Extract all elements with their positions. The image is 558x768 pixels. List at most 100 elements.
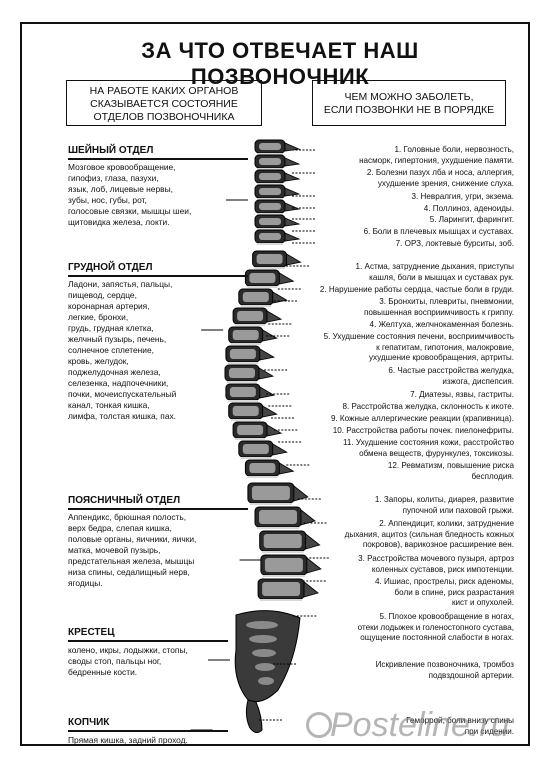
- section-divider: [68, 640, 228, 642]
- disease-line: 5. Плохое кровообращение в ногах,: [379, 612, 514, 621]
- organ-line: почки, мочеиспускательный: [68, 389, 177, 399]
- organ-line: низа спины, седалищный нерв,: [68, 567, 190, 577]
- disease-line: повышенная восприимчивость к гриппу.: [364, 307, 514, 317]
- disease-line: 7. ОРЗ, локтевые бурситы, зоб.: [395, 239, 514, 248]
- sacral-foramen: [249, 635, 277, 643]
- disease-line: отеки лодыжек и голеностопного сустава,: [357, 622, 514, 632]
- organs-thoracic: Ладони, запястья, пальцы, пищевод, сердц…: [68, 279, 176, 422]
- spinous-process: [306, 557, 322, 574]
- vertebra-highlight: [237, 311, 264, 321]
- vertebra-highlight: [242, 292, 269, 302]
- spinous-process: [284, 172, 301, 182]
- vertebra-highlight: [259, 188, 281, 195]
- disease-line: 7. Диатезы, язвы, гастриты.: [410, 390, 514, 399]
- organ-line: гипофиз, глаза, пазухи,: [68, 173, 159, 183]
- disease-t1: 1. Астма, затруднение дыхания, приступы …: [300, 262, 514, 283]
- sacral-foramen: [252, 649, 276, 657]
- disease-line: 5. Ларингит, фарингит.: [429, 215, 514, 224]
- organ-line: селезенка, надпочечники,: [68, 378, 169, 388]
- disease-t6: 6. Частые расстройства желудка, изжога, …: [300, 366, 514, 387]
- disease-line: бесплодия.: [471, 471, 515, 481]
- disease-line: 2. Нарушение работы сердца, частые боли …: [319, 285, 514, 294]
- section-title-sacrum: КРЕСТЕЦ: [68, 627, 115, 638]
- disease-line: коленных суставов, риск импотенции.: [371, 564, 514, 574]
- spinous-process: [259, 348, 276, 361]
- poster-title: ЗА ЧТО ОТВЕЧАЕТ НАШ ПОЗВОНОЧНИК: [141, 38, 419, 89]
- coccyx: [245, 699, 263, 734]
- organ-line: коронарная артерия,: [68, 301, 150, 311]
- vertebra-highlight: [259, 143, 281, 150]
- intervertebral-disc: [240, 457, 271, 459]
- header-left-line: ОТДЕЛОВ ПОЗВОНОЧНИКА: [93, 111, 235, 123]
- disease-line: 2. Аппендицит, колики, затруднение: [379, 519, 514, 528]
- intervertebral-disc: [261, 551, 304, 553]
- disease-line: пупочной или паховой грыжи.: [402, 505, 514, 515]
- disease-line: 3. Бронхиты, плевриты, пневмонии,: [379, 297, 514, 306]
- organ-line: Прямая кишка, задний проход.: [68, 735, 188, 745]
- organ-line: лимфа, толстая кишка, пах.: [68, 411, 177, 421]
- disease-line: 5. Ухудшение состояния печени, восприимч…: [323, 332, 514, 341]
- disease-line: 1. Головные боли, нервозность,: [394, 145, 514, 154]
- disease-line: Искривление позвоночника, тромбоз: [375, 660, 514, 669]
- disease-t8: 8. Расстройства желудка, склонность к ик…: [300, 402, 514, 413]
- spinous-process: [266, 424, 283, 437]
- sacral-foramen: [246, 621, 278, 629]
- disease-line: подвздошной артерии.: [428, 670, 514, 680]
- header-box-organs: НА РАБОТЕ КАКИХ ОРГАНОВ СКАЗЫВАЕТСЯ СОСТ…: [66, 80, 262, 126]
- intervertebral-disc: [257, 153, 283, 155]
- vertebra-highlight: [259, 510, 297, 524]
- disease-line: 3. Расстройства мочевого пузыря, артроз: [358, 554, 514, 563]
- section-divider: [68, 158, 248, 160]
- organ-line: верх бедра, слепая кишка,: [68, 523, 172, 533]
- intervertebral-disc: [247, 476, 278, 478]
- poster-frame: [20, 22, 530, 746]
- intervertebral-disc: [240, 305, 271, 307]
- vertebra-highlight: [249, 273, 276, 283]
- intervertebral-disc: [227, 362, 258, 364]
- intervertebral-disc: [262, 575, 305, 577]
- intervertebral-disc: [235, 324, 266, 326]
- disease-c4: 4. Поллиноз, аденоиды.: [328, 204, 514, 215]
- spinous-process: [305, 533, 321, 550]
- disease-line: обмена веществ, фурункулез, токсикозы.: [359, 448, 514, 458]
- vertebra-highlight: [262, 582, 301, 596]
- organs-lumbar: Аппендикс, брюшная полость, верх бедра, …: [68, 512, 196, 589]
- spinous-process: [303, 581, 319, 598]
- disease-l1: 1. Запоры, колиты, диарея, развитие пупо…: [300, 495, 514, 516]
- disease-line: боли в спине, риск разрастания: [394, 587, 514, 597]
- disease-line: ухудшение зрения, снижение слуха.: [377, 178, 514, 188]
- intervertebral-disc: [257, 527, 299, 529]
- watermark-logo-icon: [306, 712, 332, 738]
- organ-line: канал, тонкая кишка,: [68, 400, 150, 410]
- disease-line: 1. Астма, затруднение дыхания, приступы: [355, 262, 514, 271]
- intervertebral-disc: [254, 267, 285, 269]
- intervertebral-disc: [257, 243, 283, 245]
- header-left-line: СКАЗЫВАЕТСЯ СОСТОЯНИЕ: [90, 98, 238, 110]
- organ-line: матка, мочевой пузырь,: [68, 545, 161, 555]
- header-right-line: ЕСЛИ ПОЗВОНКИ НЕ В ПОРЯДКЕ: [323, 104, 495, 116]
- disease-line: ощущение постоянной слабости в ногах.: [360, 633, 514, 642]
- disease-t11: 11. Ухудшение состояния кожи, расстройст…: [300, 438, 514, 459]
- spinous-process: [272, 291, 288, 304]
- disease-c1: 1. Головные боли, нервозность, насморк, …: [328, 145, 514, 166]
- disease-t10: 10. Расстройства работы почек. пиелонефр…: [300, 426, 514, 437]
- spinous-process: [284, 202, 301, 212]
- organ-line: Ладони, запястья, пальцы,: [68, 279, 173, 289]
- vertebra-highlight: [259, 158, 281, 165]
- organ-line: Мозговое кровообращение,: [68, 162, 176, 172]
- intervertebral-disc: [247, 286, 278, 288]
- disease-c7: 7. ОРЗ, локтевые бурситы, зоб.: [328, 239, 514, 250]
- disease-t3: 3. Бронхиты, плевриты, пневмонии, повыше…: [300, 297, 514, 318]
- disease-t12: 12. Ревматизм, повышение риска бесплодия…: [300, 461, 514, 482]
- spinous-process: [258, 367, 275, 380]
- organ-line: легкие, бронхи,: [68, 312, 129, 322]
- disease-line: 12. Ревматизм, повышение риска: [387, 461, 514, 470]
- intervertebral-disc: [257, 168, 283, 170]
- vertebra-highlight: [242, 444, 269, 454]
- disease-l4: 4. Ишиас, прострелы, риск аденомы, боли …: [300, 577, 514, 609]
- disease-line: 4. Ишиас, прострелы, риск аденомы,: [375, 577, 514, 586]
- header-right-line: ЧЕМ МОЖНО ЗАБОЛЕТЬ,: [344, 91, 474, 103]
- organ-line: Аппендикс, брюшная полость,: [68, 512, 187, 522]
- vertebra-highlight: [232, 406, 259, 416]
